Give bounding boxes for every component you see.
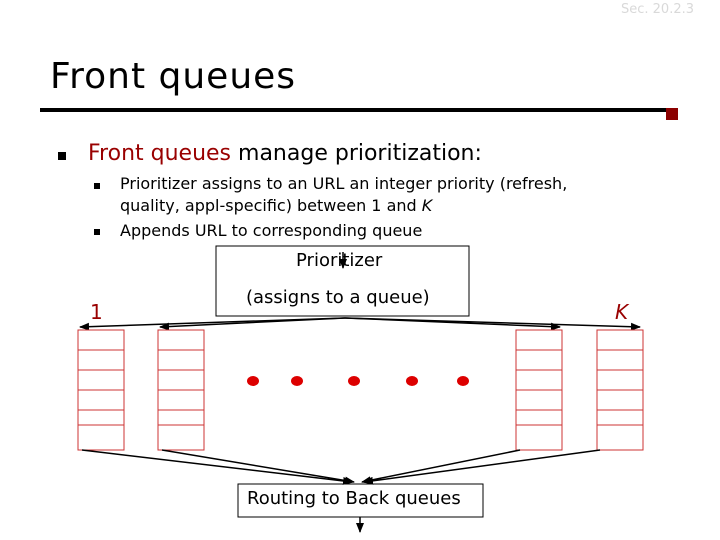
arrow-qk1-routing [361,449,521,485]
arrow-qk-routing [363,449,601,485]
front-queues-term: Front queues [88,141,232,166]
queue-k-minus-1 [515,329,563,451]
sub-bullet-k: K [421,196,433,215]
ellipsis-dots [247,376,469,386]
arrow-q1-routing [81,449,353,485]
front-queues-desc: manage prioritization: [231,141,482,166]
title-rule [40,108,668,112]
arrow-to-queue-2 [159,317,346,331]
sub-bullet-square [94,183,100,189]
queue-k [596,329,644,451]
sub-bullet-prioritizer-line2: quality, appl-specific) between 1 and [120,196,422,215]
sub-bullet-prioritizer: Prioritizer assigns to an URL an integer… [120,173,567,217]
queue-label-k: K [615,300,629,324]
sub-bullet-appends: Appends URL to corresponding queue [120,221,423,240]
prioritizer-sublabel: (assigns to a queue) [246,287,430,308]
slide-title: Front queues [50,56,297,97]
bullet-square [58,152,66,160]
arrow-to-queue-k [344,317,641,331]
prioritizer-label: Prioritizer [296,250,383,271]
queue-1 [77,329,125,451]
prioritizer-box [215,245,470,317]
queue-label-1: 1 [90,300,103,324]
sub-bullet-square [94,229,100,235]
bullet-front-queues: Front queues manage prioritization: [88,141,482,166]
queue-2 [157,329,205,451]
section-number: Sec. 20.2.3 [620,2,694,17]
title-rule-accent [666,108,678,120]
arrow-q2-routing [161,449,355,485]
sub-bullet-prioritizer-line1: Prioritizer assigns to an URL an integer… [120,174,568,193]
routing-label: Routing to Back queues [247,488,461,509]
